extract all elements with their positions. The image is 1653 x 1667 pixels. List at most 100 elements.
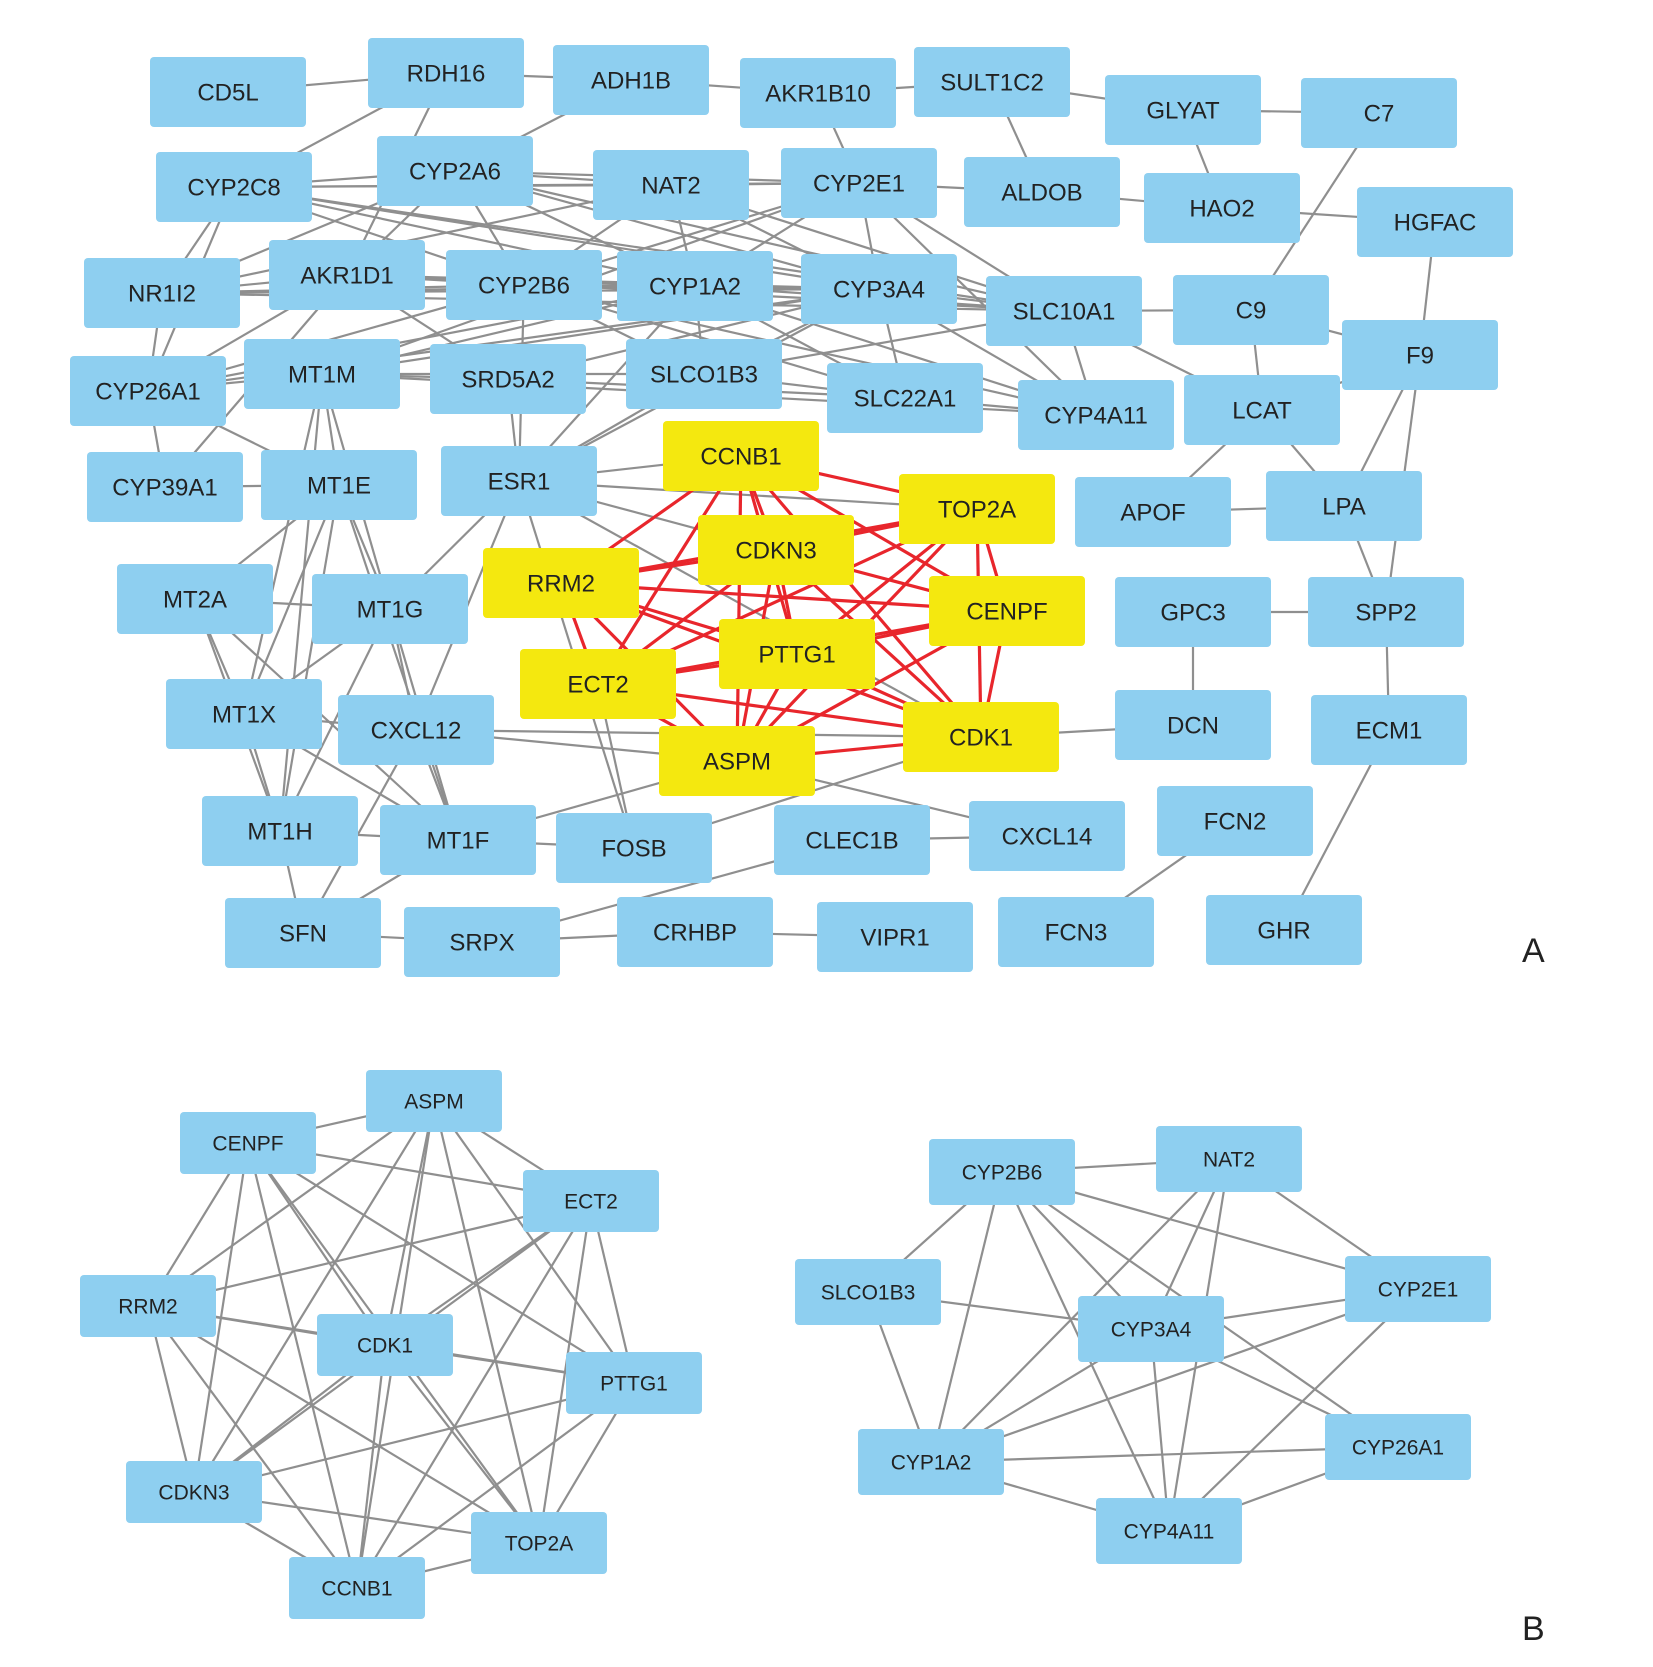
- a-node-label: AKR1B10: [765, 81, 870, 108]
- a-node-label: CYP2C8: [187, 175, 280, 202]
- a-node-box: [1311, 695, 1467, 765]
- a-node-label: CDKN3: [735, 538, 816, 565]
- a-node-box: [781, 148, 937, 218]
- a-node-mt1m: MT1M: [244, 339, 400, 409]
- a-node-nat2: NAT2: [593, 150, 749, 220]
- a-node-ecm1: ECM1: [1311, 695, 1467, 765]
- a-node-cenpf: CENPF: [929, 576, 1085, 646]
- b1-node-label: CDK1: [357, 1335, 413, 1358]
- a-node-label: MT1M: [288, 362, 356, 389]
- a-node-fcn3: FCN3: [998, 897, 1154, 967]
- b1-node-box: [80, 1275, 216, 1337]
- a-node-label: ALDOB: [1001, 180, 1082, 207]
- b1-node-ccnb1: CCNB1: [289, 1557, 425, 1619]
- a-node-box: [1157, 786, 1313, 856]
- b1-node-aspm: ASPM: [366, 1070, 502, 1132]
- a-node-label: MT1G: [357, 597, 424, 624]
- a-node-box: [1075, 477, 1231, 547]
- a-edge-nat2-nr1i2: [161, 183, 672, 295]
- b1-node-box: [126, 1461, 262, 1523]
- a-node-box: [380, 805, 536, 875]
- a-node-box: [1105, 75, 1261, 145]
- b2-node-cyp1a2: CYP1A2: [858, 1429, 1004, 1495]
- a-node-label: CXCL14: [1002, 824, 1093, 851]
- a-node-box: [404, 907, 560, 977]
- a-node-box: [1266, 471, 1422, 541]
- b1-edge-aspm-cdk1: [383, 1100, 436, 1346]
- a-node-ect2: ECT2: [520, 649, 676, 719]
- a-node-label: CYP39A1: [112, 475, 217, 502]
- a-node-cyp26a1: CYP26A1: [70, 356, 226, 426]
- a-node-vipr1: VIPR1: [817, 902, 973, 972]
- a-node-box: [719, 619, 875, 689]
- a-node-label: APOF: [1120, 500, 1185, 527]
- a-node-label: CYP4A11: [1044, 403, 1148, 430]
- a-node-mt1e: MT1E: [261, 450, 417, 520]
- a-node-label: CYP2E1: [813, 171, 905, 198]
- a-node-label: SULT1C2: [940, 70, 1044, 97]
- a-node-label: LPA: [1322, 494, 1366, 521]
- a-node-cdk1: CDK1: [903, 702, 1059, 772]
- a-node-label: DCN: [1167, 713, 1219, 740]
- a-node-box: [261, 450, 417, 520]
- a-node-aspm: ASPM: [659, 726, 815, 796]
- a-node-label: TOP2A: [938, 497, 1016, 524]
- a-node-label: SRPX: [449, 930, 514, 957]
- a-edge-mt2a-mt1f: [194, 598, 459, 841]
- a-edge-mt1e-mt1x: [242, 484, 341, 715]
- a-node-label: CDK1: [949, 725, 1013, 752]
- a-node-label: FCN3: [1045, 920, 1108, 947]
- a-node-box: [244, 339, 400, 409]
- a-node-label: CRHBP: [653, 920, 737, 947]
- a-node-box: [269, 240, 425, 310]
- a-node-slc22a1: SLC22A1: [827, 363, 983, 433]
- b2-node-box: [1325, 1414, 1471, 1480]
- a-node-box: [593, 150, 749, 220]
- b1-node-box: [180, 1112, 316, 1174]
- b2-node-cyp2e1: CYP2E1: [1345, 1256, 1491, 1322]
- a-edge-mt1e-mt1f: [337, 484, 460, 841]
- a-edge-cyp1a2-cyp26a1: [147, 284, 696, 393]
- a-node-gpc3: GPC3: [1115, 577, 1271, 647]
- a-node-label: SLCO1B3: [650, 362, 758, 389]
- a-node-top2a: TOP2A: [899, 474, 1055, 544]
- a-edge-cyp2a6-slc10a1: [454, 169, 1065, 313]
- b2-node-nat2: NAT2: [1156, 1126, 1302, 1192]
- b1-node-cdk1: CDK1: [317, 1314, 453, 1376]
- b1-node-label: CDKN3: [158, 1482, 229, 1505]
- b2-node-box: [1096, 1498, 1242, 1564]
- a-node-cxcl14: CXCL14: [969, 801, 1125, 871]
- a-node-mt1f: MT1F: [380, 805, 536, 875]
- a-node-label: RDH16: [407, 61, 486, 88]
- a-node-box: [1173, 275, 1329, 345]
- a-node-srpx: SRPX: [404, 907, 560, 977]
- b1-node-box: [317, 1314, 453, 1376]
- a-node-cdkn3: CDKN3: [698, 515, 854, 585]
- a-node-box: [553, 45, 709, 115]
- a-node-slc10a1: SLC10A1: [986, 276, 1142, 346]
- a-edge-cyp3a4-mt1m: [321, 287, 880, 376]
- a-node-label: ADH1B: [591, 68, 671, 95]
- a-node-nr1i2: NR1I2: [84, 258, 240, 328]
- a-node-label: CYP26A1: [95, 379, 200, 406]
- a-node-box: [150, 57, 306, 127]
- a-node-box: [617, 251, 773, 321]
- a-node-box: [817, 902, 973, 972]
- a-node-label: CD5L: [197, 80, 258, 107]
- a-node-box: [225, 898, 381, 968]
- b1-node-box: [566, 1352, 702, 1414]
- b1-node-label: PTTG1: [600, 1373, 668, 1396]
- b2-node-label: CYP2E1: [1378, 1279, 1459, 1302]
- a-node-label: GPC3: [1160, 600, 1225, 627]
- b1-edge-pttg1-ccnb1: [356, 1382, 635, 1589]
- a-node-label: NAT2: [641, 173, 701, 200]
- b2-edge-cyp2b6-cyp1a2: [929, 1171, 1004, 1463]
- a-node-box: [430, 344, 586, 414]
- a-node-hao2: HAO2: [1144, 173, 1300, 243]
- b2-node-label: CYP2B6: [962, 1162, 1043, 1185]
- b1-edge-ect2-rrm2: [147, 1199, 592, 1308]
- b2-node-box: [1345, 1256, 1491, 1322]
- a-node-box: [617, 897, 773, 967]
